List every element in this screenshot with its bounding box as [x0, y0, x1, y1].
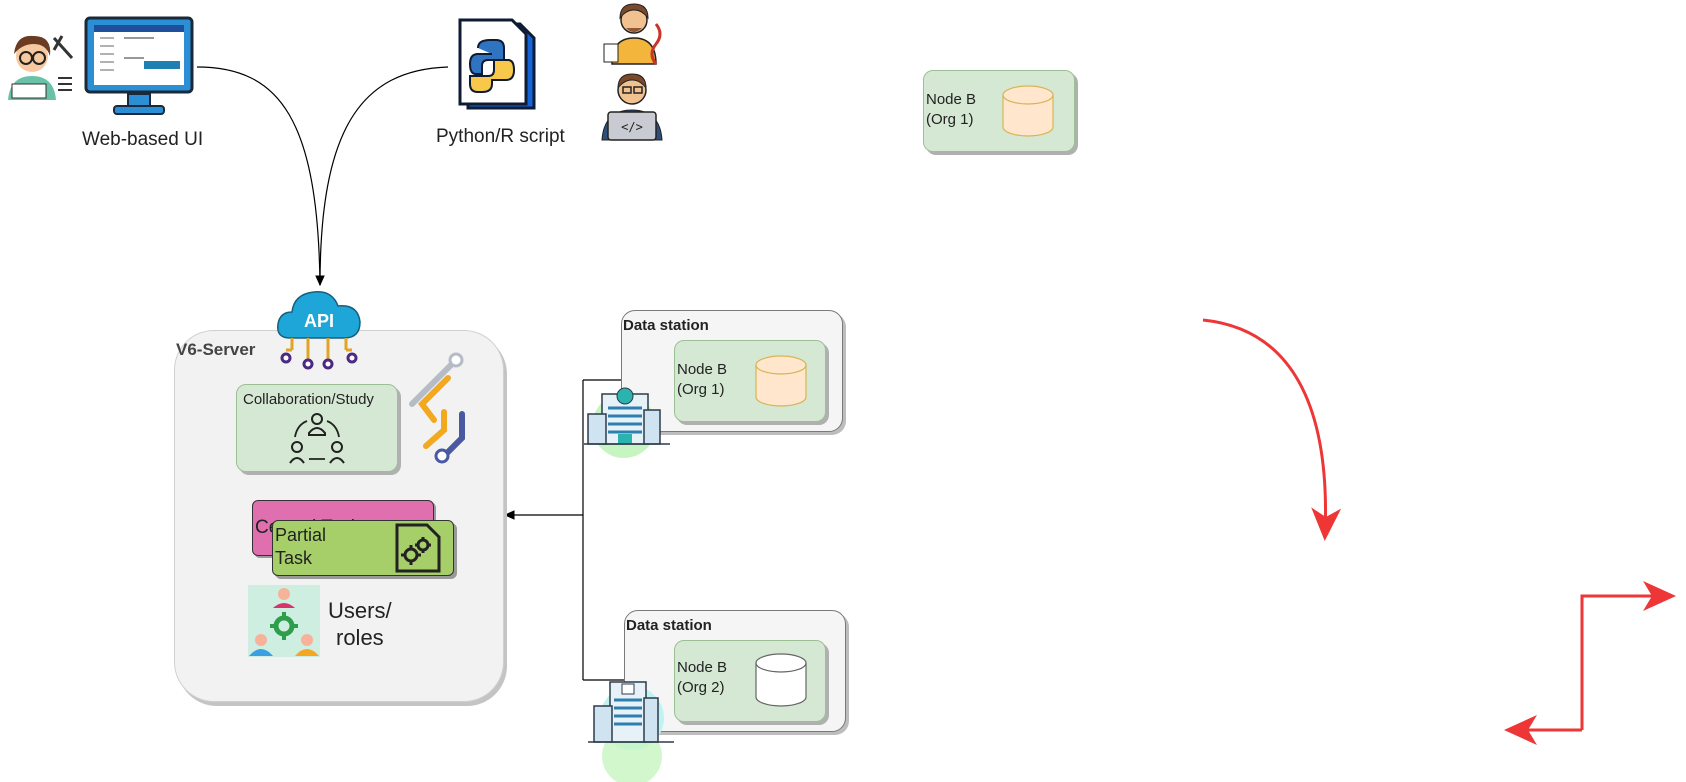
users-roles-label-line1: Users/: [328, 598, 392, 623]
developer-icon: [2, 28, 74, 100]
api-cloud-icon: API: [276, 284, 362, 372]
partial-task-card[interactable]: Partial Task: [272, 520, 454, 576]
hospital-icon: [584, 382, 670, 468]
collaboration-study-box[interactable]: Collaboration/Study: [236, 384, 398, 472]
users-roles-label-line2: roles: [336, 625, 384, 650]
database-icon: [755, 653, 807, 707]
red-elbow-arrow-right: [1580, 581, 1676, 730]
collaboration-label: Collaboration/Study: [243, 391, 374, 408]
web-ui-to-api-connector: [196, 66, 321, 286]
station-2-node-label-line2: (Org 2): [677, 679, 725, 696]
database-icon: [755, 355, 807, 407]
programmer-icon: </>: [596, 70, 668, 141]
script-to-api-connector: [315, 66, 449, 287]
hospital-icon: [588, 678, 674, 782]
collaboration-icon: [289, 413, 345, 464]
station-2-node-label-line1: Node B: [677, 659, 728, 676]
station-1-node-b[interactable]: Node B (Org 1): [674, 340, 826, 422]
researcher-icon: [600, 0, 668, 65]
station-1-node-label-line2: (Org 1): [677, 381, 725, 398]
database-icon: [1002, 85, 1054, 137]
web-ui-label: Web-based UI: [82, 129, 204, 150]
git-branch-icon: [404, 352, 472, 464]
script-label: Python/R script: [436, 126, 565, 147]
partial-task-label-line2: Task: [275, 548, 313, 568]
top-node-label-line2: (Org 1): [926, 111, 974, 128]
red-curved-arrow: [1202, 318, 1342, 541]
partial-task-label-line1: Partial: [275, 525, 327, 545]
api-label: API: [304, 311, 334, 331]
top-node-b[interactable]: Node B (Org 1): [923, 70, 1075, 152]
python-file-icon: [456, 18, 538, 112]
svg-text:</>: </>: [621, 120, 643, 134]
users-roles-icon: [247, 584, 321, 658]
station-1-node-label-line1: Node B: [677, 361, 728, 378]
top-node-label-line1: Node B: [926, 91, 977, 108]
server-title: V6-Server: [176, 340, 256, 359]
station-2-node-b[interactable]: Node B (Org 2): [674, 640, 826, 722]
data-station-2-title: Data station: [626, 617, 712, 634]
gear-doc-icon: [395, 523, 441, 573]
data-station-1-title: Data station: [623, 317, 709, 334]
monitor-icon: [84, 16, 196, 118]
